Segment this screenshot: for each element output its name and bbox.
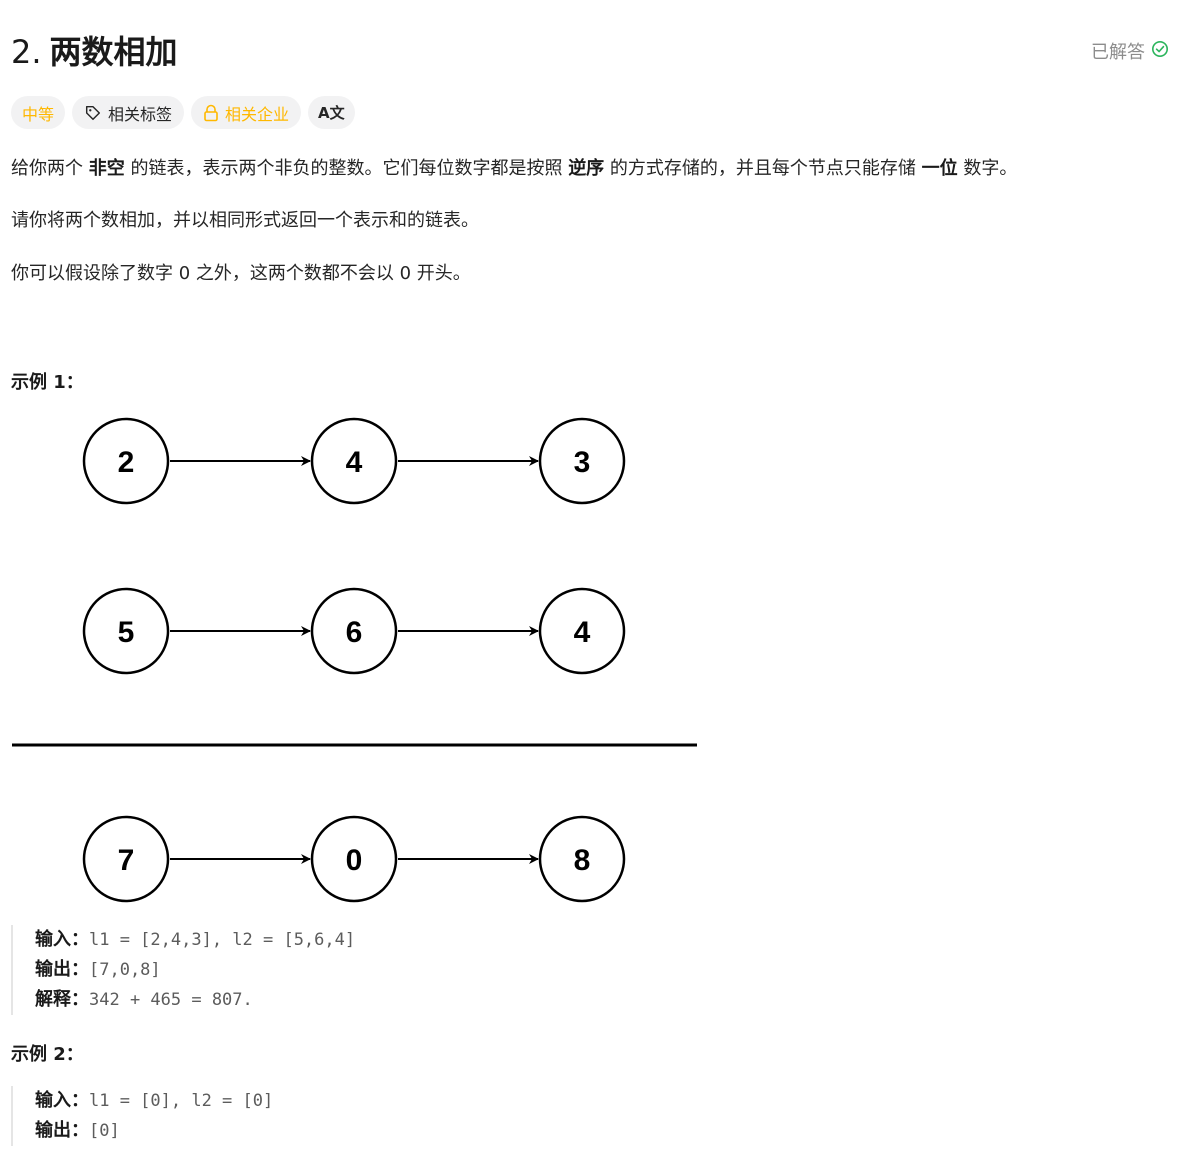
list-node-circle <box>310 587 398 675</box>
problem-name: 两数相加 <box>49 33 178 71</box>
desc-bold: 非空 <box>88 158 125 179</box>
desc-text: 给你两个 <box>11 158 89 179</box>
example-2-output: 输出：[0] <box>35 1116 273 1146</box>
list-node-value: 4 <box>346 446 363 479</box>
input-value: l1 = [2,4,3], l2 = [5,6,4] <box>89 930 356 950</box>
output-label: 输出： <box>35 959 89 980</box>
list-node-circle <box>310 417 398 505</box>
translate-icon: A文 <box>318 104 345 122</box>
linked-list-diagram: 2 4 3 5 6 4 7 0 8 <box>12 417 697 903</box>
list-node-circle <box>538 587 626 675</box>
list-node-circle <box>82 587 170 675</box>
list-node-circle <box>538 417 626 505</box>
desc-bold: 一位 <box>921 158 958 179</box>
difficulty-badge: 中等 <box>11 96 66 129</box>
list-node-value: 2 <box>118 446 135 479</box>
output-value: [0] <box>89 1121 120 1141</box>
list-node-circle <box>82 417 170 505</box>
translate-button[interactable]: A文 <box>308 96 355 129</box>
list-node-circle <box>82 815 170 903</box>
description-paragraph-1: 给你两个 非空 的链表，表示两个非负的整数。它们每位数字都是按照 逆序 的方式存… <box>11 155 1017 183</box>
topics-tag-button[interactable]: 相关标签 <box>72 96 185 129</box>
list-node-value: 4 <box>574 616 591 649</box>
example-1-title: 示例 1： <box>11 372 84 393</box>
problem-header: 2.两数相加 已解答 <box>11 28 1169 76</box>
example-2-io: 输入：l1 = [0], l2 = [0] 输出：[0] <box>11 1086 273 1146</box>
explanation-value: 342 + 465 = 807. <box>89 990 253 1010</box>
desc-text: 的链表，表示两个非负的整数。它们每位数字都是按照 <box>124 158 569 179</box>
difficulty-label: 中等 <box>22 104 55 124</box>
solved-status: 已解答 <box>1091 38 1169 64</box>
example-2-input: 输入：l1 = [0], l2 = [0] <box>35 1086 273 1116</box>
list-node-value: 7 <box>118 844 135 877</box>
list-node-value: 3 <box>574 446 591 479</box>
input-label: 输入： <box>35 929 89 950</box>
output-label: 输出： <box>35 1120 89 1141</box>
list-node-circle <box>310 815 398 903</box>
description-paragraph-2: 请你将两个数相加，并以相同形式返回一个表示和的链表。 <box>11 210 479 231</box>
list-node-value: 6 <box>346 616 363 649</box>
explanation-label: 解释： <box>35 989 89 1010</box>
list-node-value: 8 <box>574 844 591 877</box>
lock-icon <box>203 104 219 122</box>
list-node-value: 5 <box>118 616 135 649</box>
problem-title: 2.两数相加 <box>11 28 178 76</box>
desc-bold: 逆序 <box>568 158 605 179</box>
companies-tag-button[interactable]: 相关企业 <box>191 96 302 129</box>
desc-text: 的方式存储的，并且每个节点只能存储 <box>604 158 922 179</box>
tag-icon <box>84 104 102 122</box>
topics-tag-label: 相关标签 <box>108 104 173 124</box>
solved-label: 已解答 <box>1091 42 1145 63</box>
description-paragraph-3: 你可以假设除了数字 0 之外，这两个数都不会以 0 开头。 <box>11 263 471 284</box>
input-label: 输入： <box>35 1090 89 1111</box>
example-1-input: 输入：l1 = [2,4,3], l2 = [5,6,4] <box>35 925 355 955</box>
list-node-value: 0 <box>346 844 363 877</box>
example-1-output: 输出：[7,0,8] <box>35 955 355 985</box>
tag-bar: 中等 相关标签 相关企业 A文 <box>11 96 355 129</box>
example-2-title: 示例 2： <box>11 1044 84 1065</box>
companies-tag-label: 相关企业 <box>225 104 290 124</box>
desc-text: 数字。 <box>957 158 1018 179</box>
problem-number: 2. <box>11 33 42 71</box>
example-1-io: 输入：l1 = [2,4,3], l2 = [5,6,4] 输出：[7,0,8]… <box>11 925 355 1015</box>
check-circle-icon <box>1151 40 1169 63</box>
example-1-explanation: 解释：342 + 465 = 807. <box>35 985 355 1015</box>
list-node-circle <box>538 815 626 903</box>
input-value: l1 = [0], l2 = [0] <box>89 1091 274 1111</box>
output-value: [7,0,8] <box>89 960 161 980</box>
